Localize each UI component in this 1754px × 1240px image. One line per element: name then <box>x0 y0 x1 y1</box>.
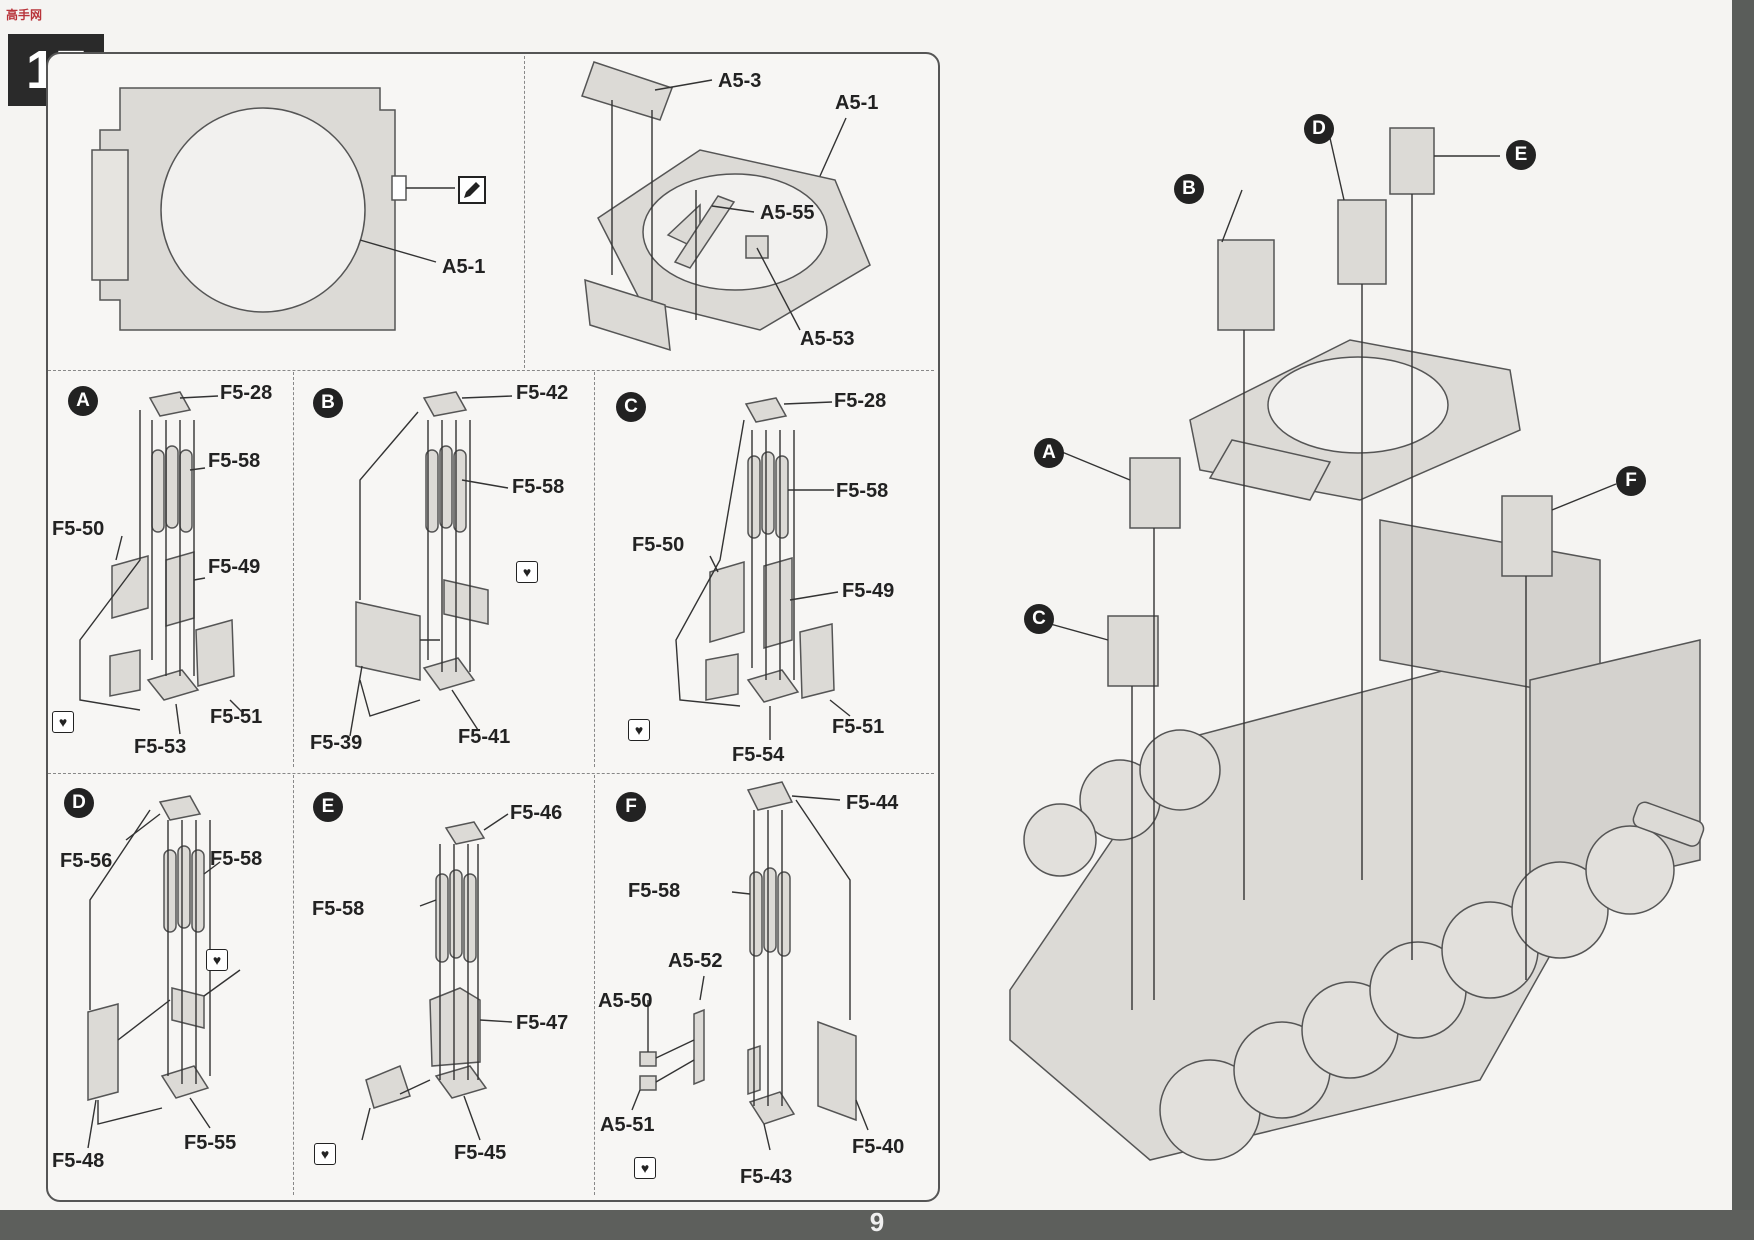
label-f5-56: F5-56 <box>60 850 113 872</box>
tp-marker: ♥ <box>634 1156 656 1179</box>
tp-marker: ♥ <box>314 1142 336 1165</box>
label-f5-28: F5-28 <box>220 382 273 404</box>
label-f5-40: F5-40 <box>852 1136 905 1158</box>
label-f5-58: F5-58 <box>512 476 565 498</box>
badge-b: B <box>313 388 343 418</box>
ammo-rack-f <box>1501 495 1553 577</box>
main-badge-d: D <box>1304 114 1334 144</box>
label-f5-46: F5-46 <box>510 802 563 824</box>
tp-marker: ♥ <box>516 560 538 583</box>
heart-icon: ♥ <box>52 710 74 733</box>
divider <box>48 773 934 774</box>
label-f5-58: F5-58 <box>210 848 263 870</box>
site-logo: 高手网 <box>6 8 43 22</box>
ammo-rack-a <box>1129 457 1181 529</box>
label-f5-51: F5-51 <box>832 716 885 738</box>
label-f5-50: F5-50 <box>52 518 105 540</box>
label-f5-41: F5-41 <box>458 726 511 748</box>
label-f5-58: F5-58 <box>208 450 261 472</box>
heart-icon: ♥ <box>516 560 538 583</box>
label-a5-1: A5-1 <box>442 256 486 278</box>
part-a5-3 <box>581 61 673 121</box>
heart-icon: ♥ <box>634 1156 656 1179</box>
main-badge-e: E <box>1506 140 1536 170</box>
ammo-rack-b <box>1217 239 1275 331</box>
divider <box>594 775 595 1195</box>
badge-d: D <box>64 788 94 818</box>
badge-e: E <box>313 792 343 822</box>
label-a5-55: A5-55 <box>760 202 815 224</box>
badge-f: F <box>616 792 646 822</box>
ammo-rack-c <box>1107 615 1159 687</box>
pencil-icon <box>458 176 486 204</box>
label-a5-1-iso: A5-1 <box>835 92 879 114</box>
label-f5-53: F5-53 <box>134 736 187 758</box>
label-f5-49: F5-49 <box>208 556 261 578</box>
page-edge-strip <box>1732 0 1754 1240</box>
label-f5-43: F5-43 <box>740 1166 793 1188</box>
label-a5-53: A5-53 <box>800 328 855 350</box>
label-f5-49: F5-49 <box>842 580 895 602</box>
badge-c: C <box>616 392 646 422</box>
divider <box>48 370 934 371</box>
label-f5-42: F5-42 <box>516 382 569 404</box>
label-f5-50: F5-50 <box>632 534 685 556</box>
label-f5-28: F5-28 <box>834 390 887 412</box>
main-badge-c: C <box>1024 604 1054 634</box>
divider <box>293 372 294 767</box>
part-a5-55 <box>673 195 736 269</box>
tp-marker: ♥ <box>628 718 650 741</box>
badge-a: A <box>68 386 98 416</box>
label-f5-45: F5-45 <box>454 1142 507 1164</box>
label-f5-58: F5-58 <box>312 898 365 920</box>
divider <box>524 56 525 368</box>
main-badge-f: F <box>1616 466 1646 496</box>
label-a5-52: A5-52 <box>668 950 723 972</box>
heart-icon: ♥ <box>314 1142 336 1165</box>
label-f5-47: F5-47 <box>516 1012 569 1034</box>
divider <box>293 775 294 1195</box>
label-f5-54: F5-54 <box>732 744 785 766</box>
main-badge-a: A <box>1034 438 1064 468</box>
label-a5-51: A5-51 <box>600 1114 655 1136</box>
label-f5-51: F5-51 <box>210 706 263 728</box>
label-a5-3: A5-3 <box>718 70 762 92</box>
label-f5-48: F5-48 <box>52 1150 105 1172</box>
main-badge-b: B <box>1174 174 1204 204</box>
ammo-rack-e <box>1389 127 1435 195</box>
page-number: 9 <box>869 1207 885 1237</box>
label-f5-58: F5-58 <box>628 880 681 902</box>
divider <box>594 372 595 767</box>
heart-icon: ♥ <box>206 948 228 971</box>
label-f5-44: F5-44 <box>846 792 899 814</box>
heart-icon: ♥ <box>628 718 650 741</box>
tp-marker: ♥ <box>52 710 74 733</box>
footer-band <box>0 1210 1754 1240</box>
label-a5-50: A5-50 <box>598 990 653 1012</box>
label-f5-58: F5-58 <box>836 480 889 502</box>
turret-ring-opening <box>160 107 366 313</box>
ammo-rack-d <box>1337 199 1387 285</box>
label-f5-39: F5-39 <box>310 732 363 754</box>
tp-marker: ♥ <box>206 948 228 971</box>
label-f5-55: F5-55 <box>184 1132 237 1154</box>
